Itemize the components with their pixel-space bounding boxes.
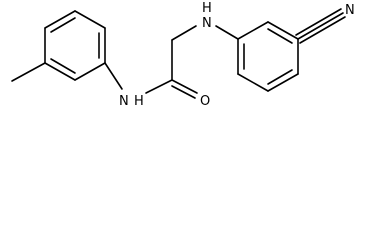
bond <box>74 62 106 81</box>
carbonyl-o-label: O <box>200 94 210 109</box>
amine-n-label: N <box>202 16 212 31</box>
bond <box>237 73 269 92</box>
bond <box>44 10 76 29</box>
carbonyl-bond <box>171 79 198 94</box>
bond-amide-n-carbonyl <box>145 79 173 94</box>
amine-h-label: H <box>202 1 212 16</box>
tolyl-ring <box>44 10 106 81</box>
nitrile-bond <box>297 12 344 40</box>
nitrile-bond <box>295 8 342 36</box>
bond <box>44 62 76 81</box>
bond-ring-amide-n <box>104 62 123 90</box>
carbonyl-double-bond <box>171 85 196 99</box>
double-bond-inner <box>50 58 76 74</box>
bond-ch2-amine-n <box>171 25 197 41</box>
bond-amine-n-ring <box>215 25 239 40</box>
nitrile-bond <box>299 16 346 44</box>
molecule-drawing: N H O H N N <box>11 1 355 109</box>
cyanophenyl-ring <box>237 21 299 92</box>
bond <box>74 10 106 29</box>
bond <box>237 21 269 40</box>
nitrile-n-label: N <box>345 3 355 18</box>
bond <box>267 21 299 40</box>
double-bond-inner <box>267 69 293 85</box>
chemical-structure-diagram: N H O H N N <box>11 1 355 109</box>
methyl-bond <box>11 62 46 82</box>
amide-h-label: H <box>134 94 144 109</box>
double-bond-inner <box>50 17 76 33</box>
amide-n-label: N <box>119 94 129 109</box>
double-bond-inner <box>267 28 293 44</box>
bond <box>267 73 299 92</box>
